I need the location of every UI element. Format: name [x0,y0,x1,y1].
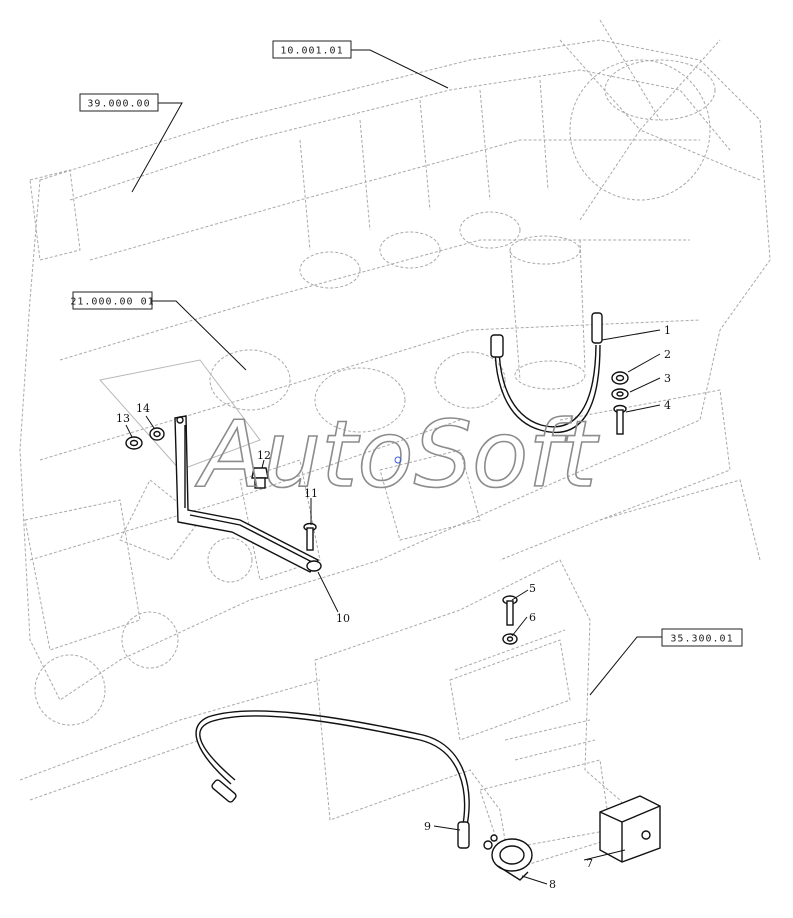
reference-box-radiator: 39.000.00 [79,93,159,112]
watermark-text: AutoSoft [195,401,600,508]
item-2-nut [611,371,629,385]
callout-12: 12 [257,449,271,462]
callout-13: 13 [116,412,130,425]
item-13-nut [125,436,143,450]
item-9-battery-cable-lower [195,710,470,849]
callout-3: 3 [664,372,671,385]
reference-label-radiator: 39.000.00 [87,99,150,110]
item-8-battery-switch [483,834,533,881]
item-6-washer [502,633,518,645]
item-10-ground-strap [174,415,322,573]
reference-box-battery: 35.300.01 [661,628,743,647]
battery-tray [314,559,641,871]
engine-ghost-outline [19,19,771,801]
item-14-washer [149,427,165,441]
callout-14: 14 [136,402,150,415]
reference-label-transmission: 21.000.00 01 [70,297,154,308]
callout-11: 11 [304,487,318,500]
reference-label-engine: 10.001.01 [280,46,343,57]
item-7-bracket [599,795,661,863]
watermark-dot-icon [394,456,402,464]
callout-4: 4 [664,399,671,412]
callout-7: 7 [586,857,593,870]
reference-box-engine: 10.001.01 [272,40,352,59]
callout-1: 1 [664,324,671,337]
item-12-stud [251,467,269,489]
item-1-battery-cable-upper [490,312,603,434]
callout-5: 5 [529,582,536,595]
callout-2: 2 [664,348,671,361]
item-3-washer [611,388,629,400]
reference-box-transmission: 21.000.00 01 [70,291,154,310]
item-5-bolt [502,595,518,626]
callout-8: 8 [549,878,556,891]
callout-6: 6 [529,611,536,624]
callout-numbers: 1 2 3 4 5 6 7 8 9 10 11 12 13 14 [116,324,671,891]
reference-label-battery: 35.300.01 [670,634,733,645]
callout-9: 9 [424,820,431,833]
item-11-bolt [303,522,317,551]
callout-10: 10 [336,612,350,625]
leader-lines [125,49,662,885]
item-4-bolt [613,404,627,435]
